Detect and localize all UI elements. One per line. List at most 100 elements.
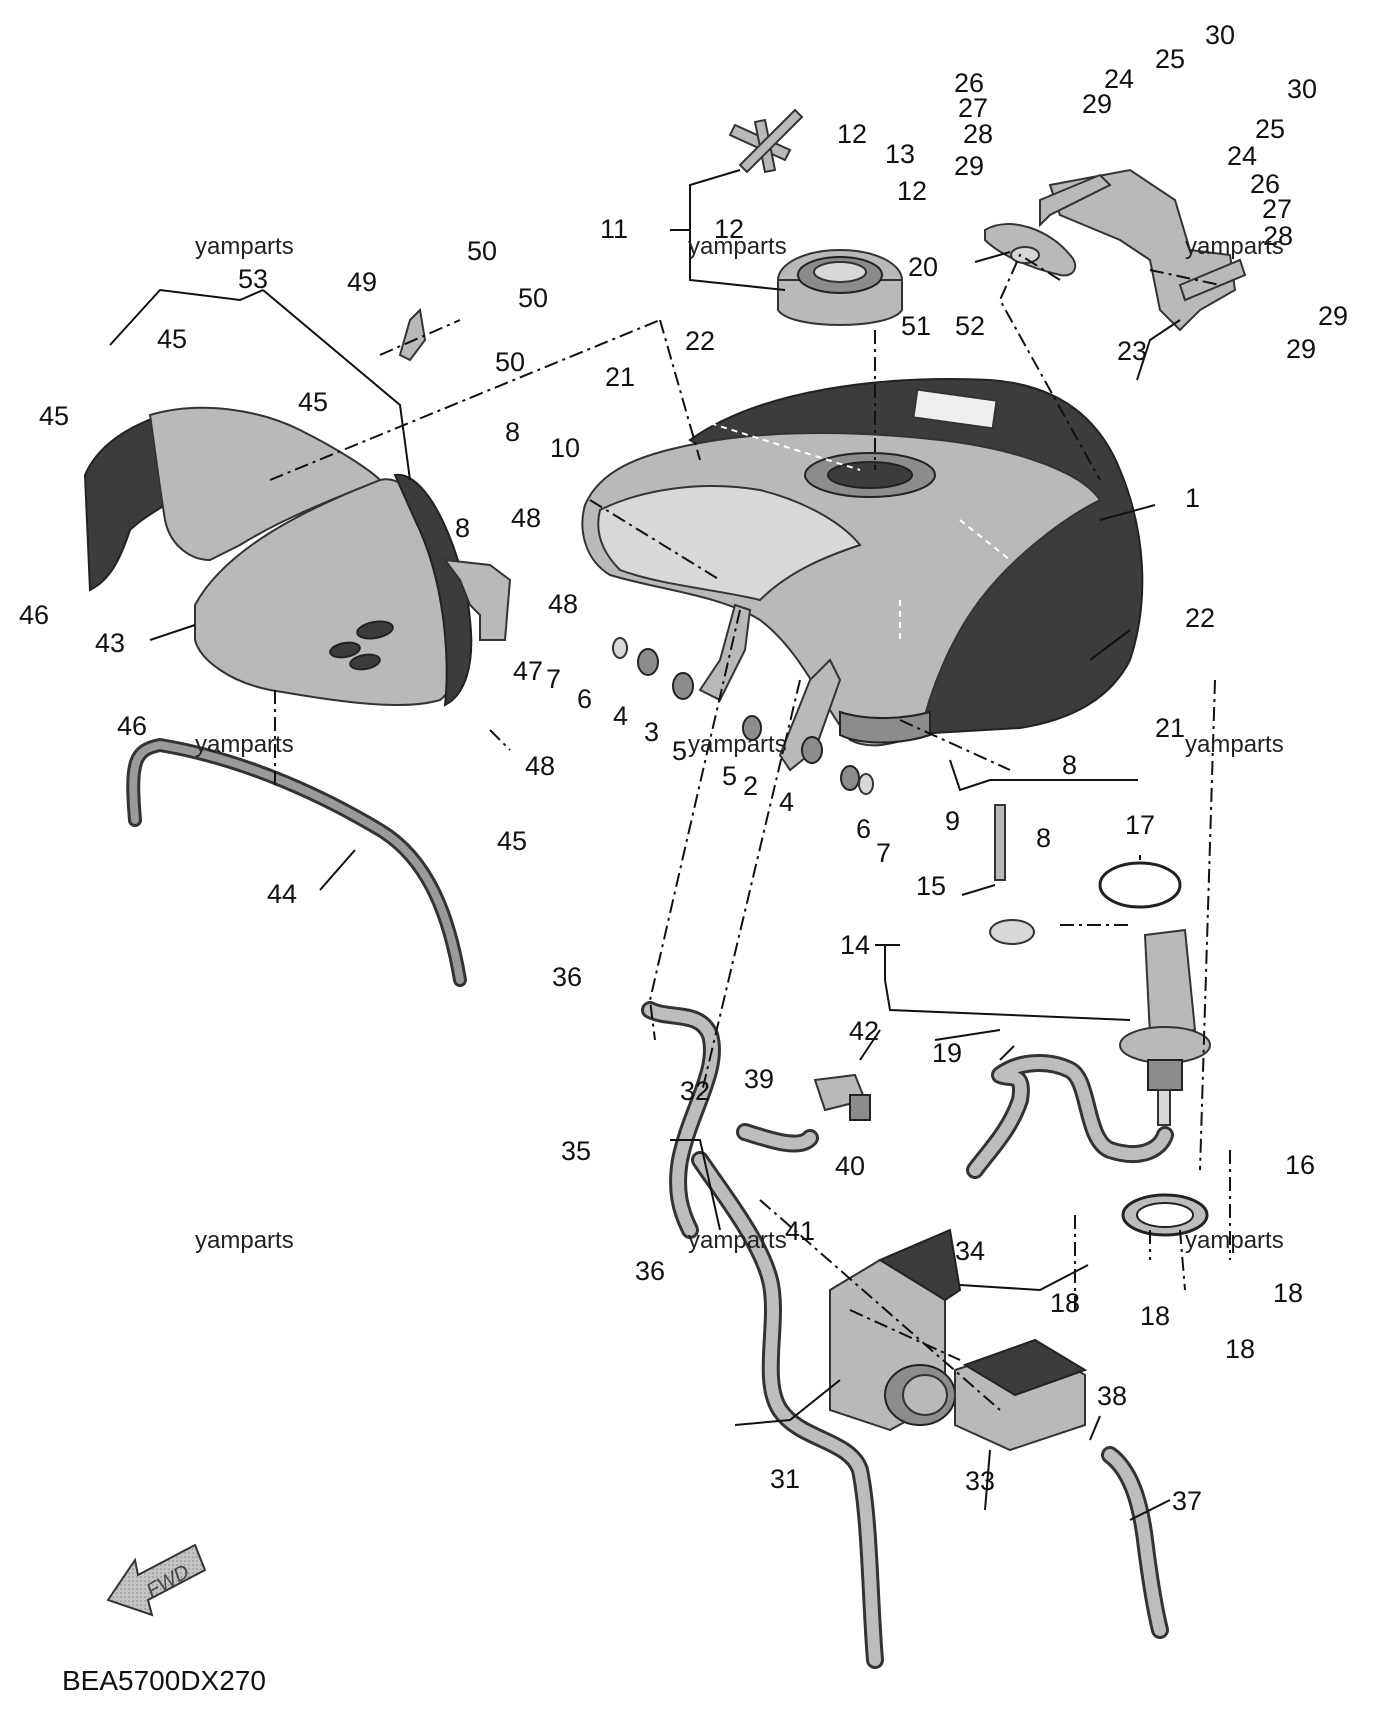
callout-45b: 45 <box>39 401 69 431</box>
callout-36b: 36 <box>635 1256 665 1286</box>
callout-7b: 7 <box>876 838 891 868</box>
callout-18d: 18 <box>1225 1334 1255 1364</box>
tank-bracket-3 <box>698 603 752 702</box>
callout-8c: 8 <box>1062 750 1077 780</box>
callout-20: 20 <box>908 252 938 282</box>
callout-14: 14 <box>840 930 870 960</box>
callout-2: 2 <box>743 771 758 801</box>
callout-24a: 24 <box>1104 64 1134 94</box>
callout-29d: 29 <box>1286 334 1316 364</box>
callout-41: 41 <box>785 1216 815 1246</box>
side-cover <box>194 473 473 707</box>
callout-23: 23 <box>1117 336 1147 366</box>
callout-30a: 30 <box>1205 20 1235 50</box>
callout-26b: 26 <box>1250 169 1280 199</box>
watermark-text: yamparts <box>1185 1227 1284 1254</box>
bracket-cover-plate <box>984 223 1077 277</box>
callout-50a: 50 <box>467 236 497 266</box>
callout-17: 17 <box>1125 810 1155 840</box>
callout-4a: 4 <box>613 701 628 731</box>
forward-direction-arrow: FWD <box>106 1543 207 1617</box>
callout-4b: 4 <box>779 787 794 817</box>
callout-8d: 8 <box>1036 823 1051 853</box>
watermark-text: yamparts <box>688 233 787 260</box>
callout-6b: 6 <box>856 814 871 844</box>
callout-43: 43 <box>95 628 125 658</box>
hose-39 <box>736 1123 819 1153</box>
callout-30b: 30 <box>1287 74 1317 104</box>
pump-gasket-17 <box>1098 861 1182 909</box>
callout-26a: 26 <box>954 68 984 98</box>
callout-47: 47 <box>513 656 543 686</box>
callout-11: 11 <box>600 214 628 244</box>
watermark-text: yamparts <box>195 1227 294 1254</box>
callout-42: 42 <box>849 1016 879 1046</box>
callout-6a: 6 <box>577 684 592 714</box>
callout-10: 10 <box>550 433 580 463</box>
callout-34: 34 <box>955 1236 985 1266</box>
callout-50b: 50 <box>518 283 548 313</box>
callout-38: 38 <box>1097 1381 1127 1411</box>
callout-29c: 29 <box>1318 301 1348 331</box>
callout-45a: 45 <box>157 324 187 354</box>
callout-22b: 22 <box>1185 603 1215 633</box>
fuel-tank <box>581 378 1144 747</box>
callout-48b: 48 <box>548 589 578 619</box>
callout-18c: 18 <box>1273 1278 1303 1308</box>
callout-28a: 28 <box>963 119 993 149</box>
callout-28b: 28 <box>1263 221 1293 251</box>
callout-21a: 21 <box>605 362 635 392</box>
watermark-text: yamparts <box>688 1227 787 1254</box>
stay-bracket-47 <box>442 558 512 641</box>
callout-8a: 8 <box>505 417 520 447</box>
callout-5a: 5 <box>672 736 687 766</box>
callout-46a: 46 <box>19 600 49 630</box>
callout-40: 40 <box>835 1151 865 1181</box>
callout-45d: 45 <box>497 826 527 856</box>
callout-31: 31 <box>770 1464 800 1494</box>
callout-22a: 22 <box>685 326 715 356</box>
pump-ring-16 <box>1121 1193 1209 1237</box>
callout-39: 39 <box>744 1064 774 1094</box>
solenoid-valve <box>813 1073 871 1121</box>
watermark-text: yamparts <box>688 731 787 758</box>
callout-35: 35 <box>561 1136 591 1166</box>
bracket-49 <box>398 307 427 362</box>
diagram-code: BEA5700DX270 <box>62 1665 266 1696</box>
callout-51: 51 <box>901 311 931 341</box>
center-lines <box>269 253 1231 1411</box>
callout-44: 44 <box>267 879 297 909</box>
tank-bracket-2 <box>778 658 842 772</box>
callout-13: 13 <box>885 139 915 169</box>
watermark-text: yamparts <box>1185 233 1284 260</box>
callout-16: 16 <box>1285 1150 1315 1180</box>
callout-3: 3 <box>644 717 659 747</box>
callout-29a: 29 <box>1082 89 1112 119</box>
callout-1: 1 <box>1185 483 1200 513</box>
callout-labels: 1 2 3 4 4 5 5 6 6 7 7 8 8 8 8 9 10 11 12… <box>19 20 1348 1516</box>
fuel-cap-assembly <box>777 249 903 326</box>
callout-49: 49 <box>347 267 377 297</box>
callout-25a: 25 <box>1155 44 1185 74</box>
hose-37 <box>1101 1446 1169 1639</box>
callout-29b: 29 <box>954 151 984 181</box>
callout-32: 32 <box>680 1076 710 1106</box>
mounting-bracket <box>1039 168 1247 332</box>
callout-37: 37 <box>1172 1486 1202 1516</box>
callout-45c: 45 <box>298 387 328 417</box>
callout-27a: 27 <box>958 93 988 123</box>
watermark-text: yamparts <box>1185 731 1284 758</box>
hose-31 <box>691 1151 884 1669</box>
watermark-text: yamparts <box>195 731 294 758</box>
callout-24b: 24 <box>1227 141 1257 171</box>
callout-5b: 5 <box>722 761 737 791</box>
callout-12a: 12 <box>837 119 867 149</box>
callout-21b: 21 <box>1155 713 1185 743</box>
leader-lines <box>109 169 1181 1521</box>
callout-12b: 12 <box>897 176 927 206</box>
fuel-pump-assembly <box>989 804 1211 1126</box>
callout-8b: 8 <box>455 513 470 543</box>
hose-35 <box>641 1001 721 1239</box>
callout-50c: 50 <box>495 347 525 377</box>
